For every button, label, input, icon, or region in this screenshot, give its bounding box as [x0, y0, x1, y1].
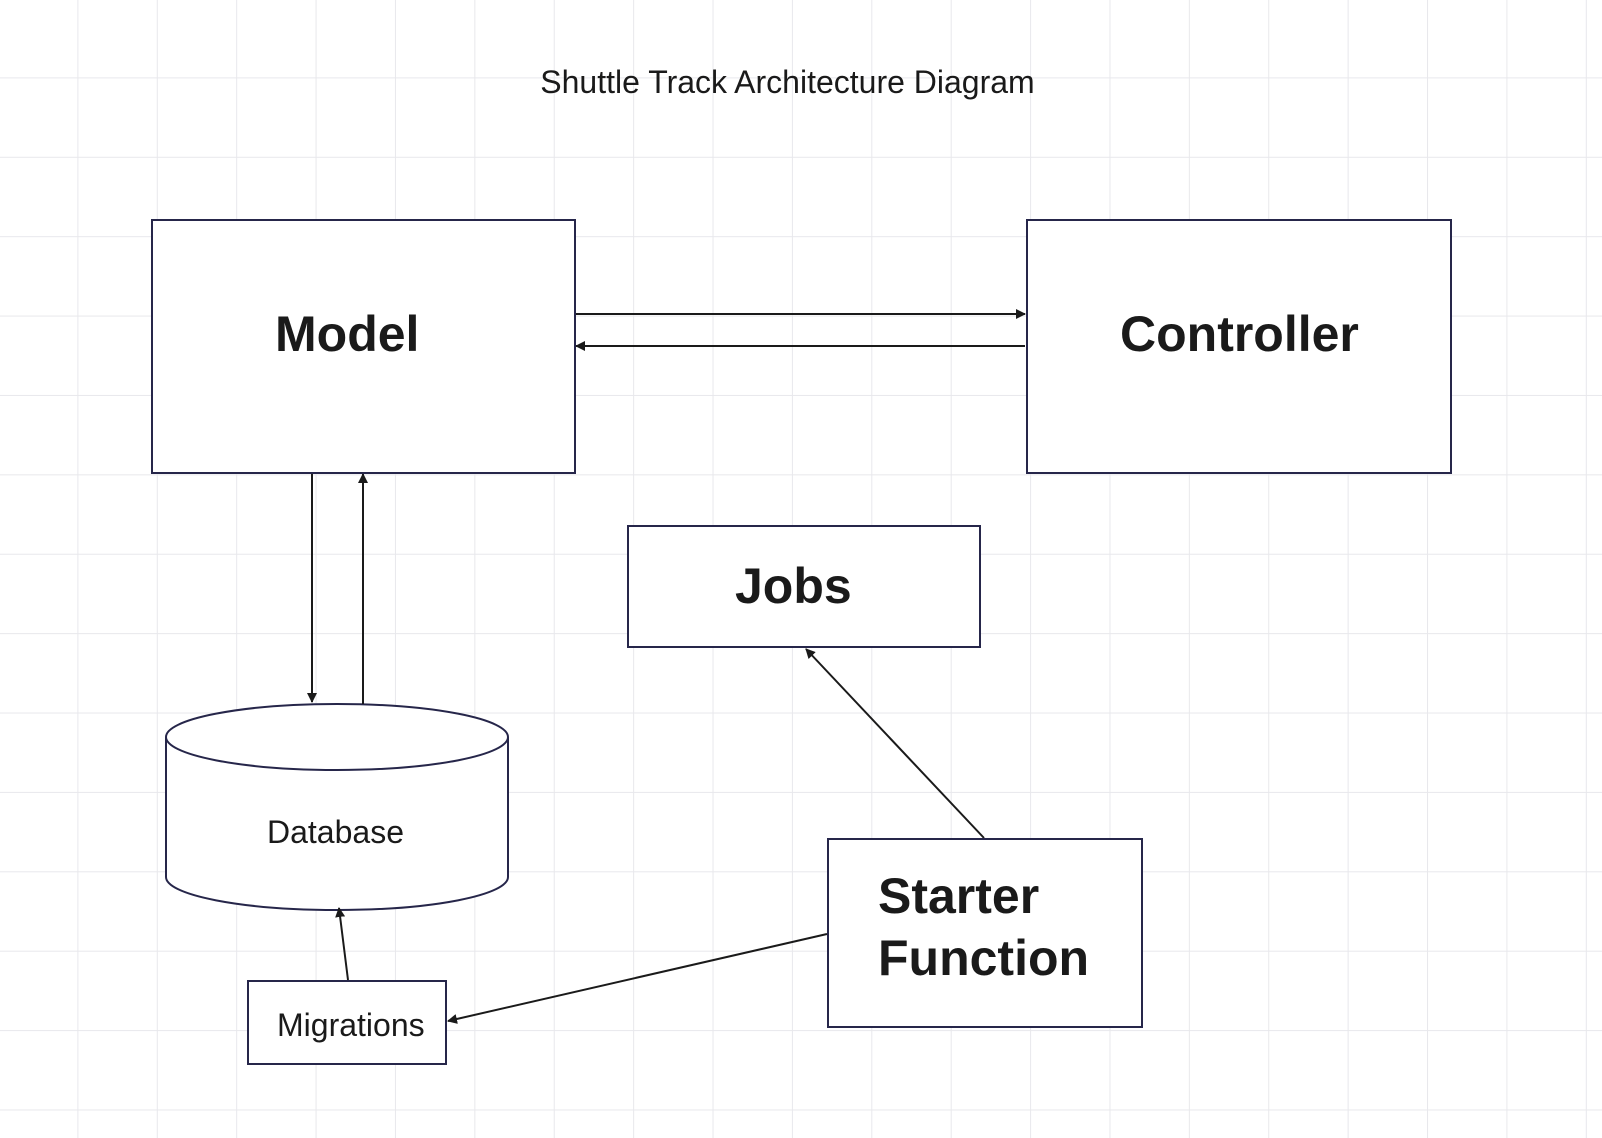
starter-function-label-line1: Starter	[878, 868, 1040, 924]
migrations-label: Migrations	[277, 1007, 425, 1043]
jobs-node[interactable]	[627, 525, 981, 648]
edge-starter-function-to-jobs	[805, 648, 985, 839]
controller-node[interactable]	[1026, 219, 1452, 474]
jobs-label: Jobs	[735, 558, 852, 614]
starter-function-node[interactable]	[827, 838, 1143, 1028]
migrations-node[interactable]	[247, 980, 447, 1065]
controller-label: Controller	[1120, 306, 1359, 362]
database-label: Database	[267, 814, 404, 850]
edge-starter-function-to-migrations	[447, 933, 828, 1024]
diagram-title: Shuttle Track Architecture Diagram	[540, 64, 1035, 100]
database-cylinder[interactable]	[165, 703, 509, 911]
edge-migrations-to-database	[335, 907, 349, 981]
starter-function-label-line2: Function	[878, 930, 1090, 986]
model-label: Model	[275, 306, 420, 362]
model-node[interactable]	[151, 219, 576, 474]
